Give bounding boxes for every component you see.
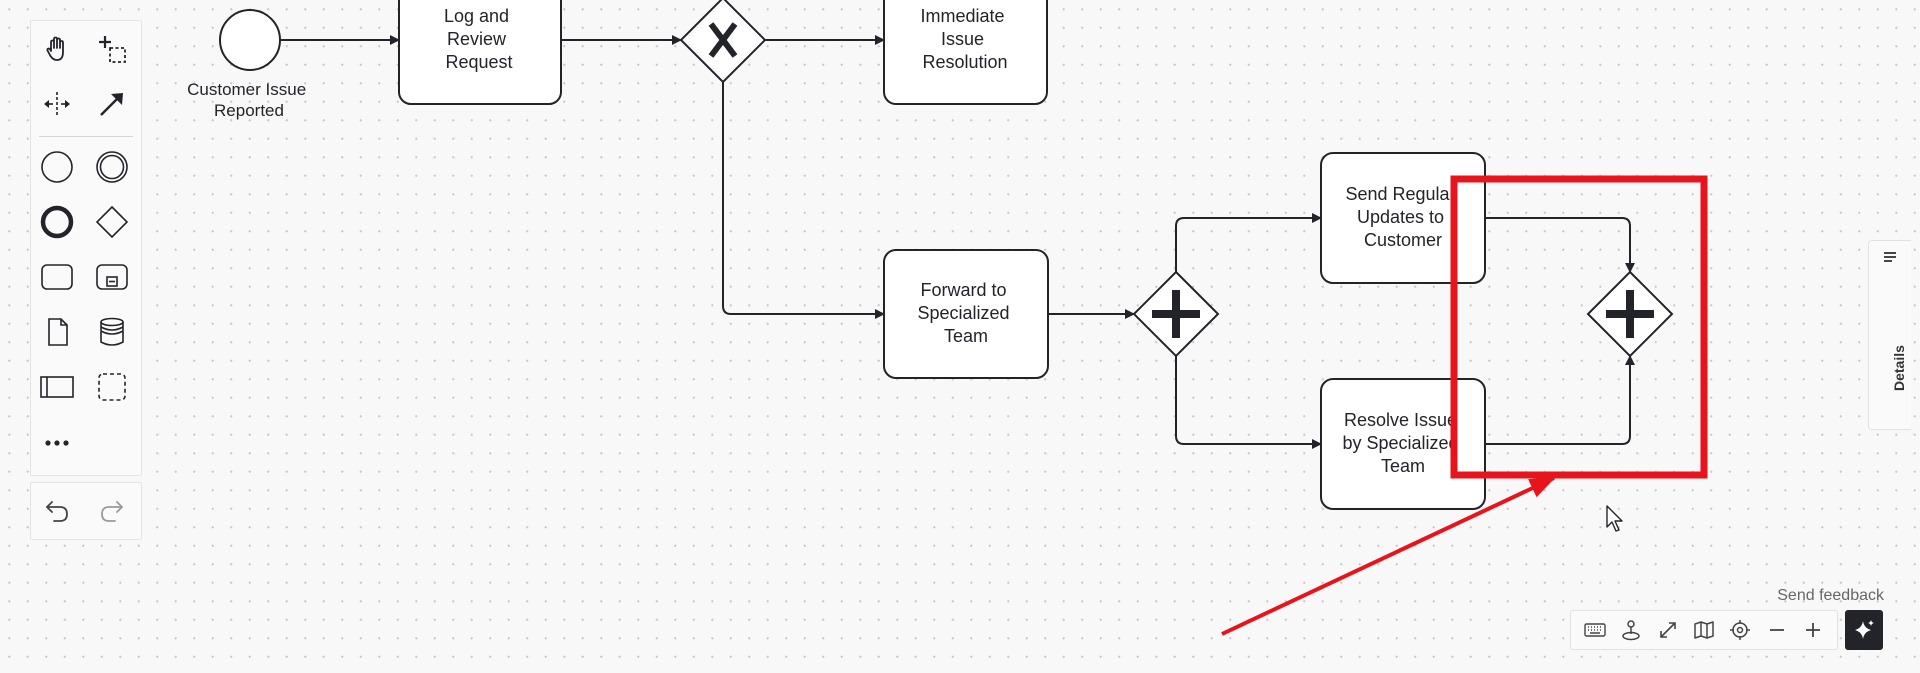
svg-text:Log and Review Req: Log and Review Request bbox=[444, 6, 514, 72]
pool-icon[interactable] bbox=[35, 365, 79, 409]
task-immediate-issue-resolution[interactable]: Immediate Issue Resolution bbox=[883, 0, 1048, 105]
tool-palette bbox=[30, 20, 142, 476]
mouse-cursor-icon bbox=[1606, 505, 1623, 532]
start-event-label: Customer Issue Reported bbox=[187, 80, 311, 120]
svg-text:Immediate Issue Re: Immediate Issue Resolution bbox=[920, 6, 1009, 72]
svg-text:Send Regular Updates to: Send Regular Updates to Customer bbox=[1345, 184, 1460, 250]
panel-menu-icon[interactable] bbox=[1882, 249, 1898, 270]
data-object-icon[interactable] bbox=[35, 310, 79, 354]
task-send-regular-updates[interactable]: Send Regular Updates to Customer bbox=[1320, 152, 1486, 284]
annotation-highlight-box bbox=[1450, 175, 1708, 479]
parallel-gateway-split[interactable] bbox=[1132, 270, 1220, 358]
task-log-and-review[interactable]: Log and Review Request bbox=[398, 0, 562, 105]
undo-icon[interactable] bbox=[35, 489, 79, 533]
palette-separator bbox=[39, 136, 133, 137]
redo-icon[interactable] bbox=[90, 489, 134, 533]
connect-tool-icon[interactable] bbox=[90, 82, 134, 126]
send-feedback-link[interactable]: Send feedback bbox=[1777, 587, 1884, 604]
intermediate-event-icon[interactable] bbox=[90, 145, 134, 189]
group-icon[interactable] bbox=[90, 365, 134, 409]
center-target-icon[interactable] bbox=[1725, 615, 1755, 645]
more-icon[interactable] bbox=[35, 421, 79, 465]
parallel-gateway-join[interactable] bbox=[1586, 270, 1674, 358]
details-label: Details bbox=[1891, 345, 1907, 391]
gateway-icon[interactable] bbox=[90, 200, 134, 244]
start-event-icon[interactable] bbox=[35, 145, 79, 189]
annotation-arrow bbox=[1221, 476, 1556, 636]
exclusive-gateway[interactable] bbox=[679, 0, 767, 84]
flow-parallel-to-updates[interactable] bbox=[1175, 213, 1322, 272]
space-tool-icon[interactable] bbox=[35, 82, 79, 126]
data-store-icon[interactable] bbox=[90, 310, 134, 354]
subprocess-icon[interactable] bbox=[90, 255, 134, 299]
start-event[interactable] bbox=[219, 9, 281, 71]
end-event-icon[interactable] bbox=[35, 200, 79, 244]
fullscreen-icon[interactable] bbox=[1653, 615, 1683, 645]
zoom-in-icon[interactable] bbox=[1798, 615, 1828, 645]
task-forward-to-specialized-team[interactable]: Forward to Specialized Team bbox=[883, 249, 1049, 379]
reset-view-icon[interactable] bbox=[1616, 615, 1646, 645]
minimap-icon[interactable] bbox=[1689, 615, 1719, 645]
svg-text:Forward to Specialized: Forward to Specialized Team bbox=[917, 280, 1014, 346]
flow-resolve-to-join[interactable] bbox=[1485, 355, 1635, 445]
flow-gateway-to-forward[interactable] bbox=[722, 82, 885, 319]
sparkle-icon bbox=[1855, 620, 1874, 639]
ai-assistant-button[interactable] bbox=[1845, 610, 1883, 650]
task-resolve-issue[interactable]: Resolve Issue by Specialized Team bbox=[1320, 378, 1486, 510]
hand-tool-icon[interactable] bbox=[35, 27, 79, 71]
flow-parallel-to-resolve[interactable] bbox=[1175, 356, 1322, 449]
task-icon[interactable] bbox=[35, 255, 79, 299]
flow-updates-to-join[interactable] bbox=[1485, 217, 1635, 273]
canvas-toolbar bbox=[1570, 610, 1838, 650]
lasso-tool-icon[interactable] bbox=[90, 27, 134, 71]
svg-text:Resolve Issue by Special: Resolve Issue by Specialized Team bbox=[1342, 410, 1463, 476]
keyboard-icon[interactable] bbox=[1580, 615, 1610, 645]
details-panel-tab[interactable]: Details bbox=[1868, 240, 1911, 430]
history-toolbar bbox=[30, 482, 142, 540]
zoom-out-icon[interactable] bbox=[1762, 615, 1792, 645]
